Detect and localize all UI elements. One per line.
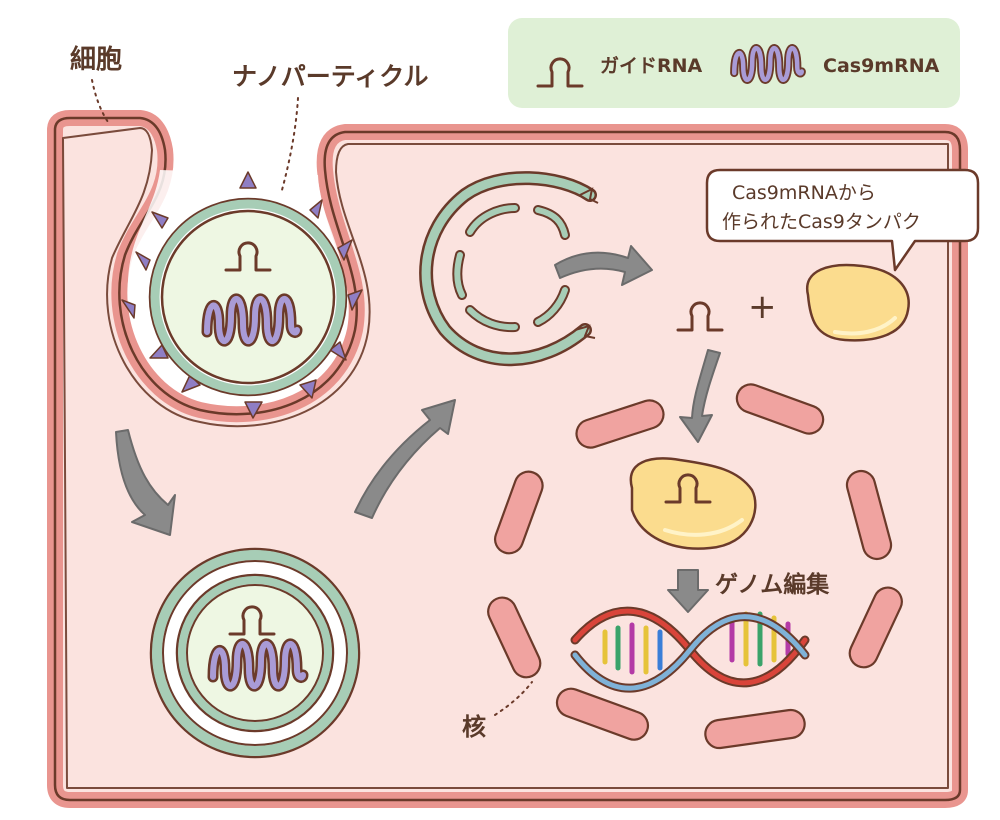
process-arrows	[115, 245, 721, 613]
dna-helix	[570, 606, 810, 693]
cas9-protein	[805, 263, 910, 342]
arrow-down	[679, 349, 721, 443]
callout-line-2: 作られたCas9タンパク	[722, 211, 921, 233]
arrow-up-right	[354, 399, 456, 519]
plus-sign: +	[748, 287, 777, 327]
nanoparticle-label: ナノパーティクル	[232, 62, 429, 91]
nucleus	[487, 383, 903, 750]
legend	[508, 18, 960, 108]
nucleus-label: 核	[462, 713, 486, 741]
callout-bubble	[705, 168, 980, 272]
nanoparticle-top	[121, 171, 363, 419]
arrow-down-small	[667, 569, 709, 613]
genome-editing-label: ゲノム編集	[715, 571, 830, 598]
leader-lines	[91, 79, 533, 716]
callout-line-1: Cas9mRNAから	[732, 182, 876, 204]
arrow-right	[554, 245, 653, 286]
legend-guide-rna-label: ガイドRNA	[600, 55, 703, 77]
arrow-down-left	[115, 429, 176, 536]
cell-label: 細胞	[70, 44, 122, 75]
cas9-protein-complex	[629, 457, 757, 550]
nanoparticle-spikes	[121, 171, 363, 419]
burst-endosome	[419, 171, 599, 367]
legend-cas9-mrna-label: Cas9mRNA	[823, 55, 940, 77]
endosome	[149, 547, 361, 759]
